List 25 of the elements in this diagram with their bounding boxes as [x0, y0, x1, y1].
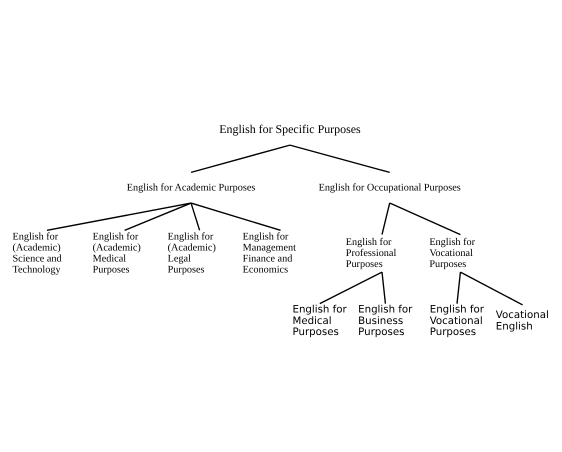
connector — [190, 144, 290, 173]
node-text: English for (Academic) Medical Purposes — [92, 230, 141, 276]
connector — [190, 202, 200, 230]
connector — [381, 272, 386, 304]
connector — [319, 271, 382, 304]
connector — [381, 202, 390, 234]
node-text: English for Business Purposes — [358, 304, 412, 338]
node-text: English for (Academic) Science and Technology — [12, 230, 62, 276]
node-text: English for Management Finance and Economics — [242, 230, 296, 276]
connector — [456, 272, 462, 304]
connector — [290, 144, 390, 173]
connector — [124, 202, 192, 230]
node-text: English for Specific Purposes — [219, 121, 361, 136]
connector — [46, 202, 192, 230]
node-text: English for Medical Purposes — [292, 304, 347, 338]
node-text: English for Vocational Purposes — [430, 304, 484, 338]
connector — [389, 202, 461, 235]
node-text: English for Professional Purposes — [346, 236, 396, 270]
connector — [460, 271, 523, 306]
node-text: English for Occupational Purposes — [318, 182, 461, 193]
connector — [190, 202, 281, 230]
node-text: Vocational English — [496, 310, 549, 332]
node-text: English for Academic Purposes — [126, 182, 256, 193]
node-text: English for (Academic) Legal Purposes — [168, 230, 216, 276]
node-text: English for Vocational Purposes — [429, 236, 476, 270]
